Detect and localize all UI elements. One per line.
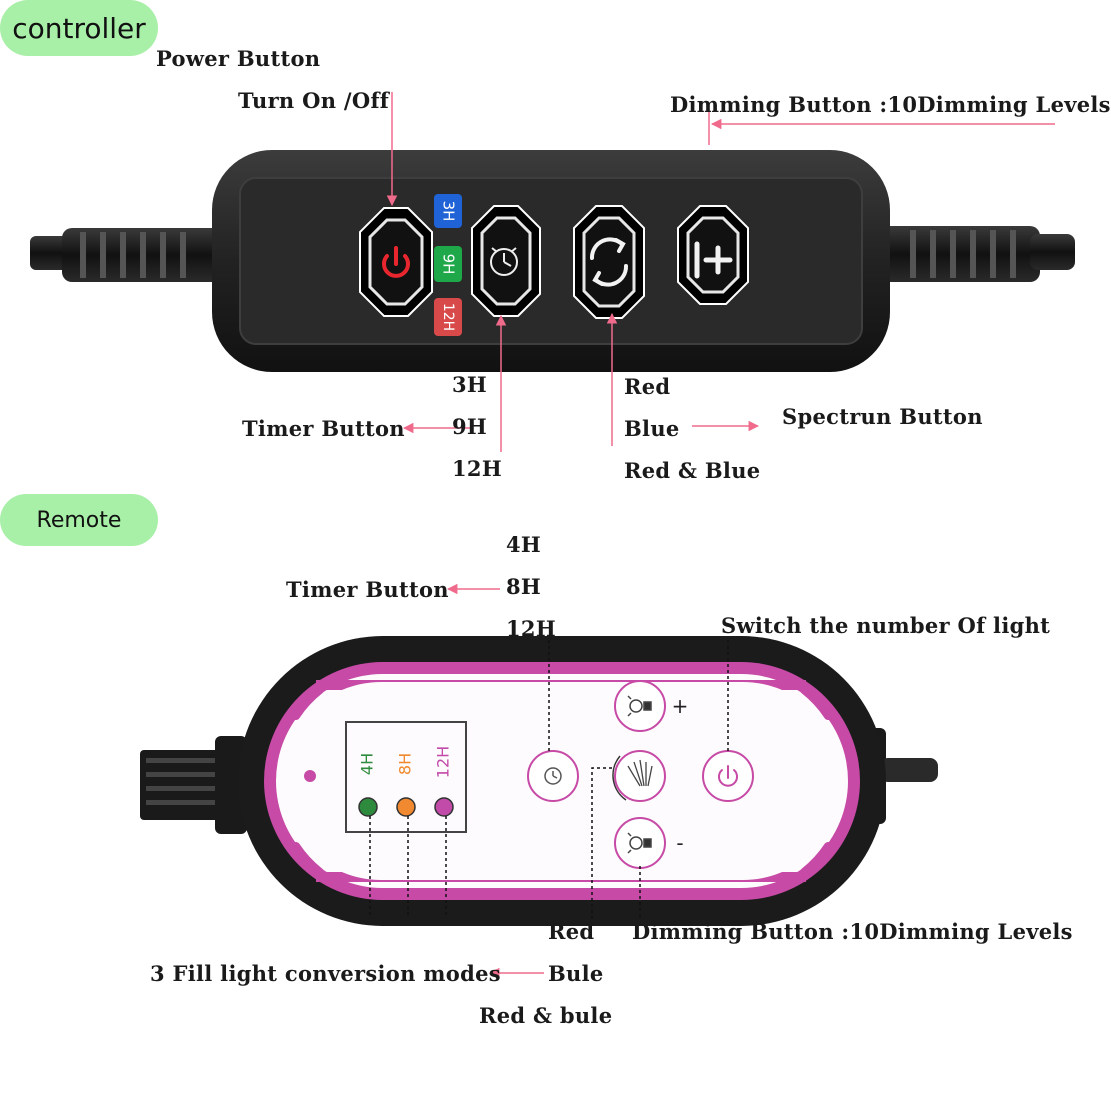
remote-mode-option-bule: Bule: [548, 961, 604, 986]
timer-badge-label: 12H: [440, 303, 456, 331]
cycle-icon: [589, 237, 629, 287]
remote-dimming-label: Dimming Button :10Dimming Levels: [632, 919, 1073, 944]
dimming-button[interactable]: [677, 205, 749, 305]
controller-arrows: [386, 92, 1055, 452]
indicator-dot-magenta: [434, 797, 454, 817]
remote-arrows: [446, 583, 544, 979]
spectrum-icon: [627, 759, 653, 787]
remote-dim-minus-button[interactable]: [614, 817, 666, 869]
timer-button[interactable]: [471, 205, 541, 317]
controller-spectrum-option-blue: Blue: [624, 416, 680, 441]
controller-timer-option-3h: 3H: [452, 372, 488, 397]
controller-timer-option-12h: 12H: [452, 456, 502, 481]
controller-spectrum-option-redblue: Red & Blue: [624, 458, 761, 483]
remote-timer-option-8h: 8H: [506, 574, 542, 599]
remote-timer-label: Timer Button: [286, 577, 449, 602]
timer-badge-9h: 9H: [434, 246, 462, 282]
remote-mode-option-red: Red: [548, 919, 595, 944]
panel-timer-8h: 8H: [396, 753, 415, 775]
timer-badge-label: 3H: [440, 201, 458, 222]
controller-dimming-label: Dimming Button :10Dimming Levels: [670, 92, 1111, 117]
panel-timer-12h: 12H: [434, 746, 453, 778]
dim-plus-sign: +: [672, 694, 689, 718]
timer-badge-12h: 12H: [434, 298, 462, 336]
remote-leader-lines: [369, 640, 729, 920]
controller-device: [30, 150, 1075, 372]
remote-timer-option-4h: 4H: [506, 532, 542, 557]
controller-spectrum-label: Spectrun Button: [782, 404, 983, 429]
controller-spectrum-option-red: Red: [624, 374, 671, 399]
controller-timer-label: Timer Button: [242, 416, 405, 441]
remote-switch-label: Switch the number Of light: [721, 613, 1051, 638]
timer-icon: [544, 767, 562, 785]
remote-spectrum-button[interactable]: [612, 750, 666, 802]
remote-dim-plus-button[interactable]: [614, 680, 666, 732]
power-button-title: Power Button: [156, 46, 321, 71]
timer-icon: [490, 247, 518, 276]
brightness-plus-icon: [627, 695, 652, 717]
remote-power-switch-button[interactable]: [702, 750, 754, 802]
brightness-plus-icon: [694, 241, 733, 279]
dim-minus-sign: -: [676, 831, 683, 855]
timer-indicator-panel: 4H 8H 12H: [345, 721, 467, 833]
power-icon: [382, 246, 410, 278]
remote-section-pill: Remote: [0, 494, 158, 546]
remote-mode-option-redbule: Red & bule: [479, 1003, 613, 1028]
power-button-desc: Turn On /Off: [238, 88, 390, 113]
remote-timer-button[interactable]: [527, 750, 579, 802]
remote-timer-option-12h: 12H: [506, 616, 556, 641]
timer-badge-label: 9H: [440, 254, 458, 275]
indicator-dot-orange: [396, 797, 416, 817]
remote-modes-label: 3 Fill light conversion modes: [150, 961, 501, 986]
timer-badge-3h: 3H: [434, 194, 462, 228]
panel-timer-4h: 4H: [358, 753, 377, 775]
controller-timer-option-9h: 9H: [452, 414, 488, 439]
controller-section-pill: controller: [0, 0, 158, 56]
power-switch-icon: [718, 765, 738, 787]
brightness-minus-icon: [627, 832, 652, 854]
indicator-dot-green: [358, 797, 378, 817]
spectrum-button[interactable]: [573, 205, 645, 319]
power-button[interactable]: [359, 207, 433, 317]
